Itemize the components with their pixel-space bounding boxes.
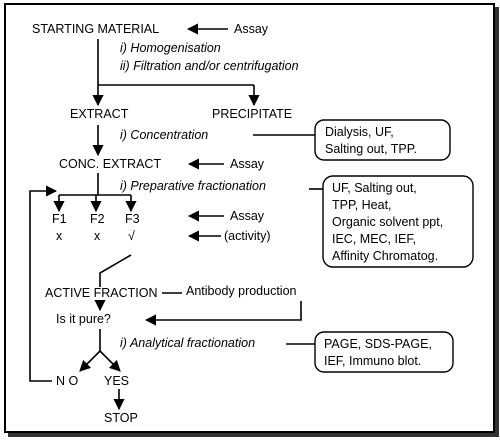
analytical-methods-box: PAGE, SDS-PAGE, IEF, Immuno blot. xyxy=(314,331,454,373)
yes-label: YES xyxy=(104,374,129,388)
concentration-methods-box: Dialysis, UF, Salting out, TPP. xyxy=(314,119,451,161)
antibody-production-label: Antibody production xyxy=(186,284,297,298)
conc-extract-label: CONC. EXTRACT xyxy=(59,157,161,171)
flowchart: STARTING MATERIAL Assay i) Homogenisatio… xyxy=(29,22,474,425)
precipitate-label: PRECIPITATE xyxy=(212,107,292,121)
arrow-antibody-to-pure xyxy=(144,301,302,326)
loop-no-to-conc-extract xyxy=(29,185,58,382)
preparative-fractionation-step: i) Preparative fractionation xyxy=(120,179,266,193)
preparative-method-line-2: TPP, Heat, xyxy=(332,198,392,212)
arrow-to-no xyxy=(79,350,101,372)
diagram-frame: STARTING MATERIAL Assay i) Homogenisatio… xyxy=(4,3,495,433)
analytical-method-line-2: IEF, Immuno blot. xyxy=(324,354,421,368)
arrow-to-yes xyxy=(99,350,121,372)
line-f3-to-active-fraction xyxy=(99,254,132,287)
no-label: N O xyxy=(56,374,79,388)
is-it-pure-label: Is it pure? xyxy=(56,312,111,326)
fraction-label-2: F2 xyxy=(90,212,105,226)
fraction-mark-2: x xyxy=(94,229,101,243)
fraction-label-1: F1 xyxy=(52,212,67,226)
preparative-methods-box: UF, Salting out, TPP, Heat, Organic solv… xyxy=(322,175,474,268)
preparative-method-line-3: Organic solvent ppt, xyxy=(332,215,443,229)
homogenisation-step: i) Homogenisation xyxy=(120,41,221,55)
assay-label-3: Assay xyxy=(230,209,265,223)
fraction-mark-1: x xyxy=(56,229,63,243)
preparative-method-line-5: Affinity Chromatog. xyxy=(332,249,438,263)
fraction-mark-3: √ xyxy=(128,229,135,243)
concentration-method-line-2: Salting out, TPP. xyxy=(325,142,417,156)
fraction-label-3: F3 xyxy=(125,212,140,226)
active-fraction-label: ACTIVE FRACTION xyxy=(45,286,158,300)
analytical-fractionation-step: i) Analytical fractionation xyxy=(120,336,255,350)
preparative-method-line-1: UF, Salting out, xyxy=(332,181,417,195)
assay-label-1: Assay xyxy=(234,22,269,36)
connectors xyxy=(29,23,323,411)
extract-label: EXTRACT xyxy=(70,107,129,121)
assay-label-2: Assay xyxy=(230,157,265,171)
filtration-step: ii) Filtration and/or centrifugation xyxy=(120,59,299,73)
concentration-step: i) Concentration xyxy=(120,128,208,142)
preparative-method-line-4: IEC, MEC, IEF, xyxy=(332,232,416,246)
analytical-method-line-1: PAGE, SDS-PAGE, xyxy=(324,337,432,351)
activity-label: (activity) xyxy=(224,229,271,243)
stop-label: STOP xyxy=(104,411,138,425)
concentration-method-line-1: Dialysis, UF, xyxy=(325,125,394,139)
starting-material-label: STARTING MATERIAL xyxy=(32,22,159,36)
